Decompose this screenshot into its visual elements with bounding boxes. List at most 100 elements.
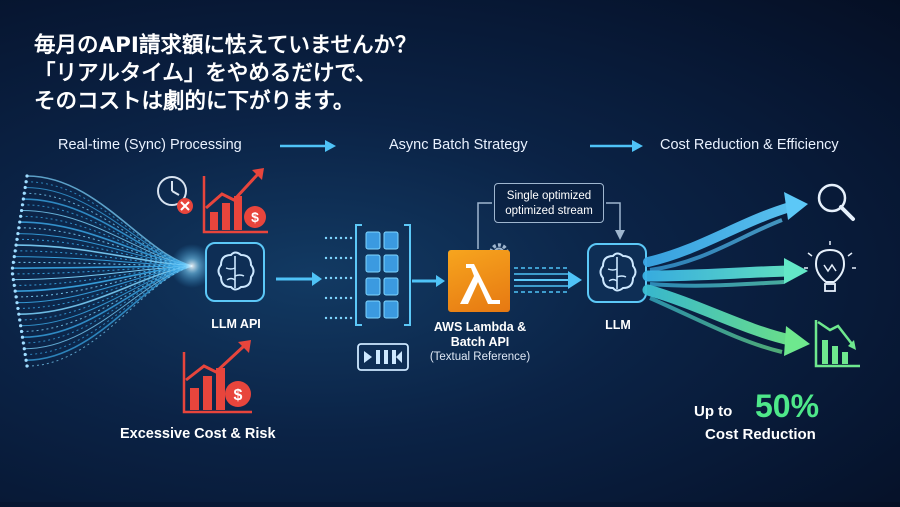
queue-dot [329, 296, 333, 300]
fan-dot [10, 272, 15, 276]
cost-chart-icon: $ [202, 168, 268, 234]
output-streams [642, 192, 810, 356]
queue-dot [344, 296, 348, 300]
flow-arrow-2 [412, 275, 445, 287]
fan-dot [11, 278, 15, 282]
section-title-batch: Async Batch Strategy [389, 137, 528, 153]
fan-dot [23, 352, 27, 357]
fan-dot [10, 266, 15, 270]
fan-dot [23, 185, 27, 190]
svg-text:$: $ [251, 209, 259, 225]
fan-dot [15, 237, 19, 241]
headline: 毎月のAPI請求額に怯えていませんか？ 「リアルタイム」をやめるだけで、 そのコ… [34, 32, 417, 116]
queue-dot [324, 296, 328, 300]
queue-dot [334, 236, 338, 240]
headline-line-2: 「リアルタイム」をやめるだけで、 [34, 61, 377, 86]
queue-dot [334, 256, 338, 260]
section-arrow-1 [280, 140, 336, 152]
fan-line [15, 250, 193, 267]
lightbulb-icon [804, 241, 856, 292]
queue-cell [383, 277, 399, 296]
excessive-cost-chart-icon: $ [182, 340, 252, 414]
fan-dot [12, 283, 16, 287]
cost-down-chart-icon [814, 320, 860, 368]
queue-dot [334, 276, 338, 280]
llm-api-label: LLM API [211, 317, 261, 331]
fan-dot [13, 289, 17, 293]
fan-dot [22, 191, 26, 195]
queue-dot [349, 236, 353, 240]
fan-dot [21, 341, 25, 345]
queue-dot [349, 316, 353, 320]
fan-dot [24, 180, 28, 184]
queue-dot [344, 276, 348, 280]
fan-dot [19, 214, 23, 218]
queue-dot [339, 316, 343, 320]
fan-dot [13, 249, 17, 253]
fan-dot [19, 329, 24, 334]
fan-line [25, 265, 193, 355]
queue-dot [339, 236, 343, 240]
queue-dot [329, 276, 333, 280]
queue-dot [324, 316, 328, 320]
clock-alert-icon [157, 176, 193, 214]
excessive-cost-label: Excessive Cost & Risk [120, 426, 276, 442]
llm-brain-icon [587, 243, 647, 303]
queue-dot [344, 236, 348, 240]
fan-dot [17, 312, 21, 316]
section-arrow-2 [590, 140, 643, 152]
llm-label: LLM [605, 318, 631, 332]
lambda-icon [448, 250, 510, 312]
queue-dot [339, 276, 343, 280]
fan-dot [25, 364, 29, 368]
fan-line [26, 175, 193, 267]
search-icon [817, 183, 855, 221]
fan-line [19, 221, 193, 267]
fan-dot [21, 197, 25, 201]
queue-dot [329, 256, 333, 260]
optimized-stream [514, 267, 582, 293]
queue-dot [344, 256, 348, 260]
fan-dot [16, 306, 20, 311]
fan-dot [14, 295, 18, 299]
queue-dot [324, 276, 328, 280]
fan-dot [20, 335, 25, 339]
section-title-realtime: Real-time (Sync) Processing [58, 137, 242, 153]
queue-dot [349, 276, 353, 280]
queue-cell [365, 231, 381, 250]
headline-line-1: 毎月のAPI請求額に怯えていませんか？ [34, 33, 417, 58]
fan-dot [11, 260, 15, 264]
batch-queue-icon [355, 224, 411, 326]
queue-input-dots [324, 236, 353, 320]
fan-line [16, 265, 193, 304]
note-connector [477, 202, 625, 249]
queue-dot [349, 256, 353, 260]
fan-dot [18, 220, 22, 224]
fan-line [18, 227, 193, 267]
optimized-stream-note: Single optimized optimized stream [494, 183, 604, 223]
queue-cell [365, 300, 381, 319]
queue-dot [349, 296, 353, 300]
convergence-glow [170, 244, 214, 288]
svg-text:$: $ [234, 387, 243, 404]
note-line-2: optimized stream [505, 205, 593, 217]
queue-dot [344, 316, 348, 320]
lambda-reference-label: (Textual Reference) [429, 351, 531, 363]
queue-dot [334, 316, 338, 320]
note-line-1: Single optimized [506, 190, 592, 202]
fan-dot [19, 208, 24, 213]
flow-arrow-1 [276, 272, 322, 286]
fan-dot [19, 324, 23, 328]
lambda-label-line-1: AWS Lambda & [433, 320, 527, 334]
fan-line [16, 238, 193, 267]
queue-dot [339, 296, 343, 300]
queue-cell [365, 277, 381, 296]
fan-dot [18, 318, 22, 322]
section-title-reduction: Cost Reduction & Efficiency [660, 137, 839, 153]
fan-dot [16, 231, 20, 236]
fan-dot [22, 347, 26, 351]
queue-dot [329, 316, 333, 320]
queue-dot [329, 236, 333, 240]
